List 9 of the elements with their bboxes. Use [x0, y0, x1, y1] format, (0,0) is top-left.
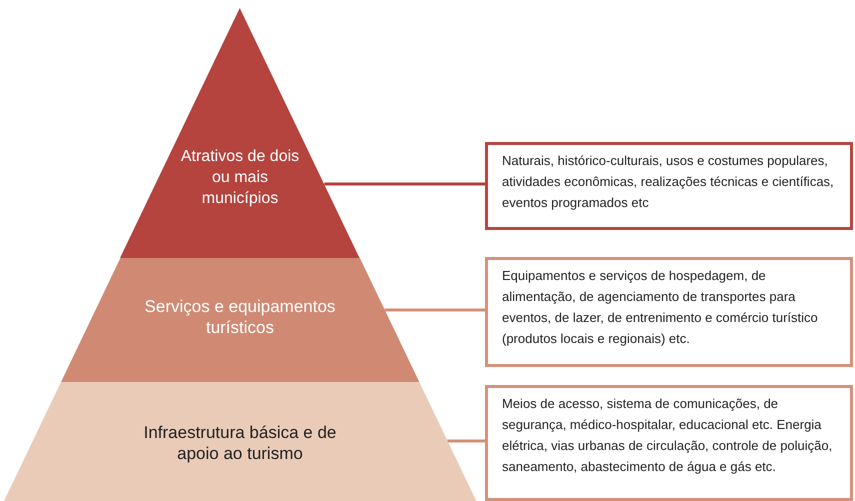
description-box: Naturais, histórico-culturais, usos e costumes populares, atividades econômicas, realizações técnicas e científicas, eventos programados etc [485, 142, 853, 230]
description-box: Equipamentos e serviços de hospedagem, de alimentação, de agenciamento de transportes para eventos, de lazer, de entrenimento e comércio turístico (produtos locais e regionais) etc. [485, 257, 853, 367]
description-box: Meios de acesso, sistema de comunicações, de segurança, médico-hospitalar, educacional etc. Energia elétrica, vias urbanas de circulação, controle de poluição, saneamento, abastecimento de água e gás etc. [485, 385, 853, 501]
layer-label: Serviços e equipamentos turísticos [144, 296, 336, 338]
layer-label: Atrativos de dois ou mais municípios [180, 147, 300, 209]
connector-line [384, 308, 485, 312]
layer-label: Infraestrutura básica e de apoio ao turismo [142, 422, 338, 464]
connector-line [447, 440, 485, 442]
connector-line [324, 182, 485, 186]
